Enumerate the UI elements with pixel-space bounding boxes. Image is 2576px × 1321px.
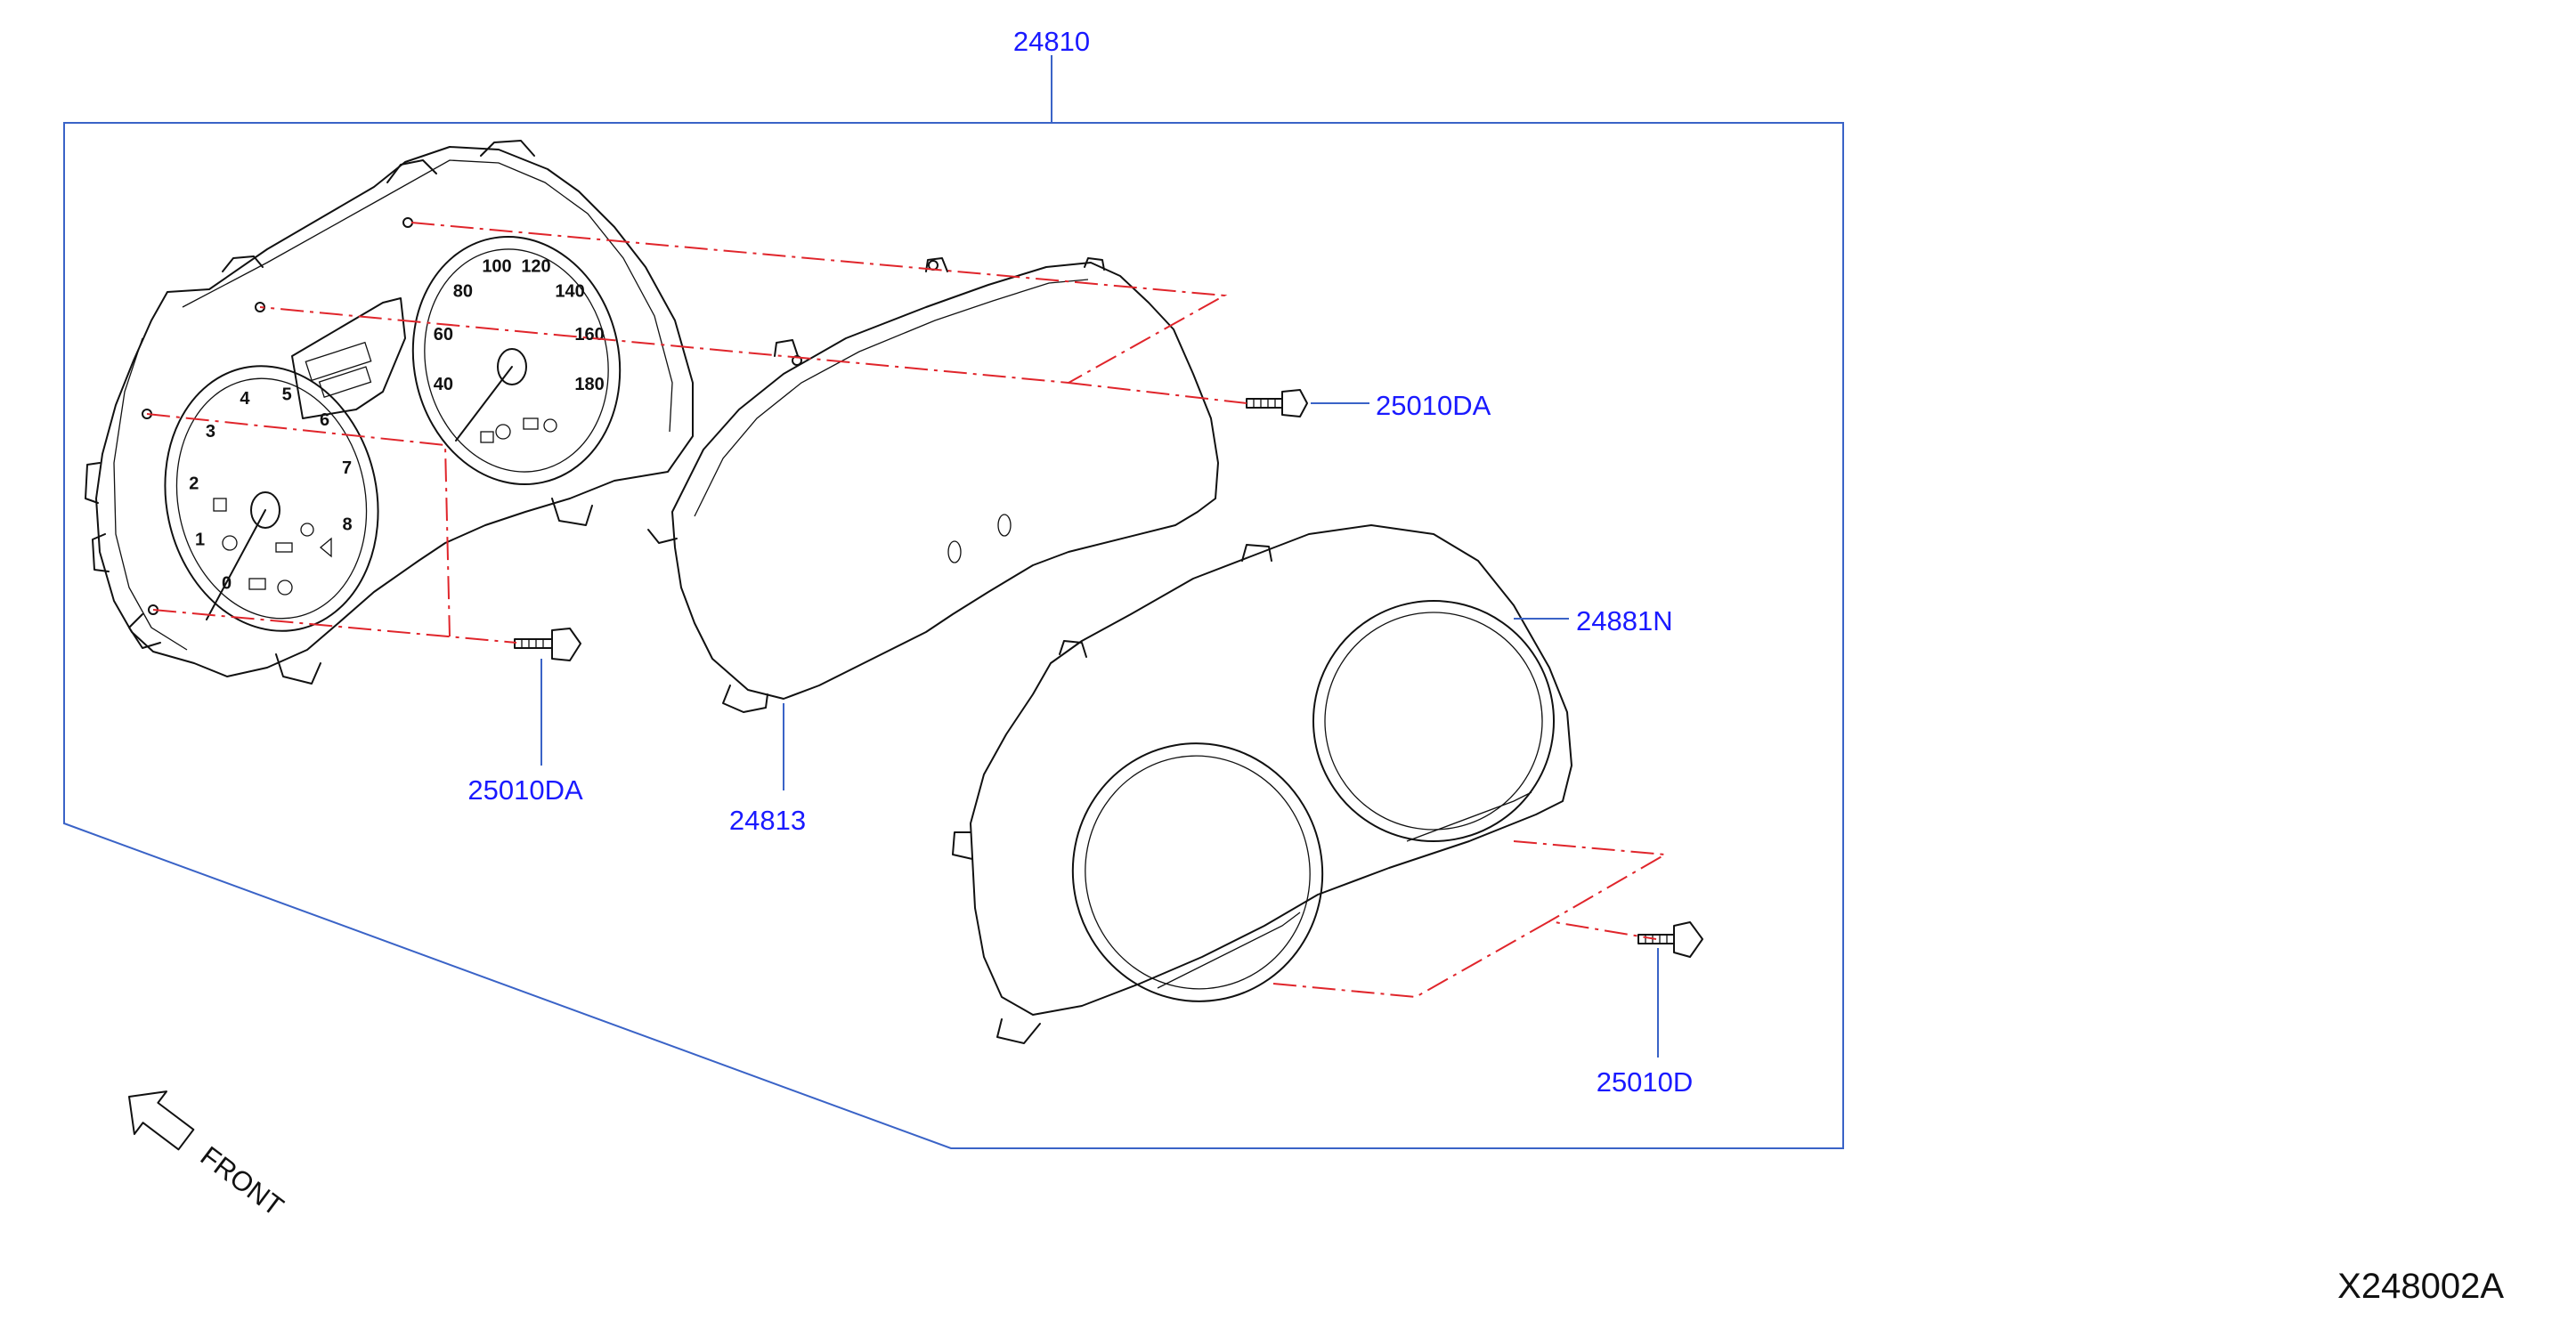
speedometer-tick-label: 60 (434, 325, 453, 344)
speedometer-tick-label: 160 (574, 325, 604, 344)
front-arrow-icon (128, 1090, 195, 1151)
speedometer-tick-label: 140 (555, 282, 584, 302)
speedometer-tick-label: 100 (482, 257, 511, 277)
tachometer-tick-labels: 0 1 2 3 4 5 6 7 8 (189, 385, 352, 593)
callout-screw-bezel: 25010D (1597, 1066, 1694, 1098)
screw-lower (514, 628, 581, 661)
figure-id: X248002A (2337, 1267, 2504, 1306)
speedometer-tick-label: 180 (574, 375, 604, 394)
callout-bezel: 24881N (1576, 605, 1673, 636)
assembly-frame (63, 122, 1844, 1149)
tachometer-tick-label: 5 (282, 385, 292, 404)
front-label: FRONT (195, 1140, 289, 1222)
callout-screw-upper: 25010DA (1376, 390, 1491, 421)
tachometer-tick-label: 6 (320, 410, 329, 430)
speedometer-tick-label: 80 (453, 282, 473, 302)
tachometer-dial (164, 365, 379, 632)
tachometer-tick-label: 1 (195, 531, 205, 550)
speedometer-tick-label: 40 (434, 375, 453, 394)
callout-screw-lower: 25010DA (467, 774, 583, 806)
callout-assembly: 24810 (1013, 26, 1090, 57)
tachometer-tick-label: 0 (222, 574, 232, 594)
tachometer-tick-label: 4 (240, 389, 250, 409)
bezel (952, 524, 1572, 1044)
tachometer-tick-label: 7 (342, 458, 352, 478)
phantom-lines (146, 222, 1669, 999)
lens-cover (647, 257, 1219, 713)
screw-bezel (1637, 921, 1703, 958)
front-arrow: FRONT (128, 1090, 289, 1222)
tachometer-tick-label: 2 (189, 474, 199, 494)
speedometer-dial (411, 235, 622, 486)
bezel-left-opening (1071, 742, 1324, 1002)
screw-upper (1246, 389, 1308, 417)
tachometer-tick-label: 8 (342, 515, 352, 535)
speedometer-tick-label: 120 (521, 257, 550, 277)
callout-lens-cover: 24813 (729, 805, 806, 836)
bezel-right-opening (1312, 600, 1555, 842)
tachometer-tick-label: 3 (206, 422, 215, 442)
